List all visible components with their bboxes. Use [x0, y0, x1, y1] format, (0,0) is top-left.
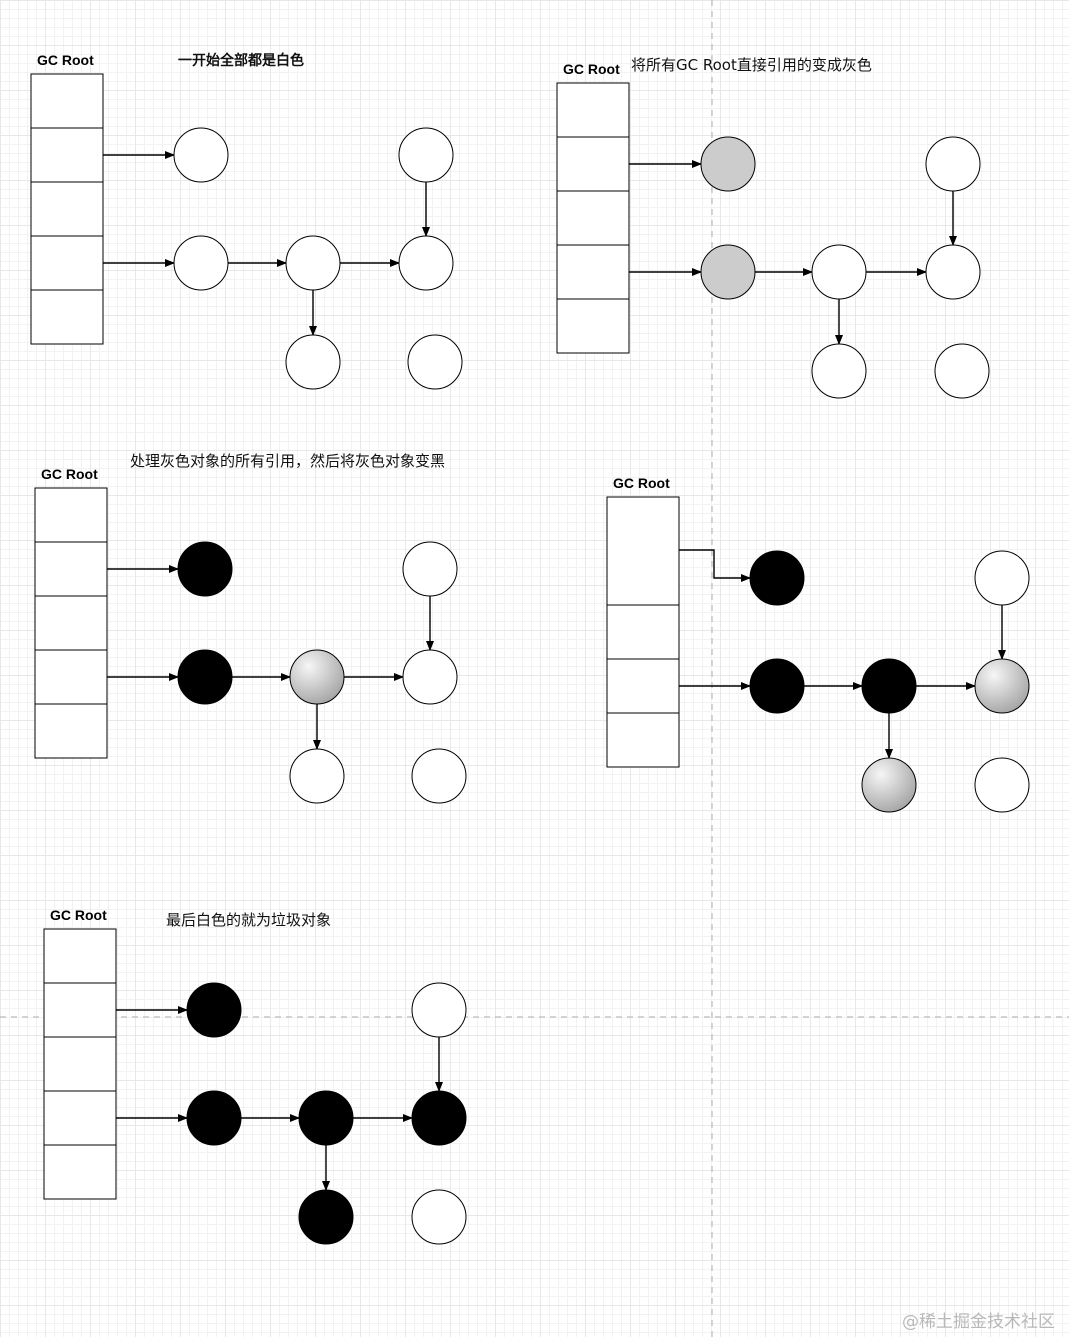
- object-node: [177, 649, 233, 705]
- object-node: [285, 334, 341, 390]
- panel-2: GC Root 将所有GC Root直接引用的变成灰色: [556, 56, 990, 399]
- object-node: [861, 757, 917, 813]
- ref-arrow: [679, 549, 751, 582]
- object-node: [925, 244, 981, 300]
- gc-root-stack: [30, 73, 104, 345]
- panel-4: GC Root: [606, 475, 1030, 813]
- panel-caption: 一开始全部都是白色: [178, 52, 304, 69]
- object-node: [177, 541, 233, 597]
- panel-3: GC Root 处理灰色对象的所有引用，然后将灰色对象变黑: [34, 452, 467, 804]
- gc-root-stack: [556, 82, 630, 354]
- object-node: [974, 757, 1030, 813]
- panel-caption: 将所有GC Root直接引用的变成灰色: [631, 56, 872, 74]
- panel-1: GC Root 一开始全部都是白色: [30, 52, 463, 390]
- object-node: [298, 1090, 354, 1146]
- object-node: [285, 235, 341, 291]
- object-node: [700, 244, 756, 300]
- object-node: [811, 244, 867, 300]
- object-node: [402, 649, 458, 705]
- object-node: [934, 343, 990, 399]
- gc-root-label: GC Root: [563, 61, 620, 77]
- object-node: [407, 334, 463, 390]
- object-node: [700, 136, 756, 192]
- panel-caption: 处理灰色对象的所有引用，然后将灰色对象变黑: [130, 452, 445, 470]
- object-node: [289, 649, 345, 705]
- gc-root-label: GC Root: [613, 475, 670, 491]
- object-node: [298, 1189, 354, 1245]
- object-node: [411, 748, 467, 804]
- gc-root-stack: [606, 496, 680, 768]
- object-node: [289, 748, 345, 804]
- object-node: [749, 658, 805, 714]
- gc-root-label: GC Root: [50, 907, 107, 923]
- object-node: [925, 136, 981, 192]
- object-node: [398, 235, 454, 291]
- object-node: [411, 1189, 467, 1245]
- object-node: [173, 235, 229, 291]
- object-node: [861, 658, 917, 714]
- gc-root-label: GC Root: [41, 466, 98, 482]
- gc-root-stack: [43, 928, 117, 1200]
- object-node: [411, 982, 467, 1038]
- panel-caption: 最后白色的就为垃圾对象: [166, 911, 331, 929]
- object-node: [186, 1090, 242, 1146]
- panel-5: GC Root 最后白色的就为垃圾对象: [43, 907, 467, 1245]
- object-node: [173, 127, 229, 183]
- object-node: [974, 658, 1030, 714]
- object-node: [186, 982, 242, 1038]
- object-node: [974, 550, 1030, 606]
- gc-root-stack: [34, 487, 108, 759]
- object-node: [398, 127, 454, 183]
- object-node: [402, 541, 458, 597]
- watermark: @稀土掘金技术社区: [902, 1312, 1055, 1332]
- object-node: [749, 550, 805, 606]
- gc-root-label: GC Root: [37, 52, 94, 68]
- object-node: [411, 1090, 467, 1146]
- object-node: [811, 343, 867, 399]
